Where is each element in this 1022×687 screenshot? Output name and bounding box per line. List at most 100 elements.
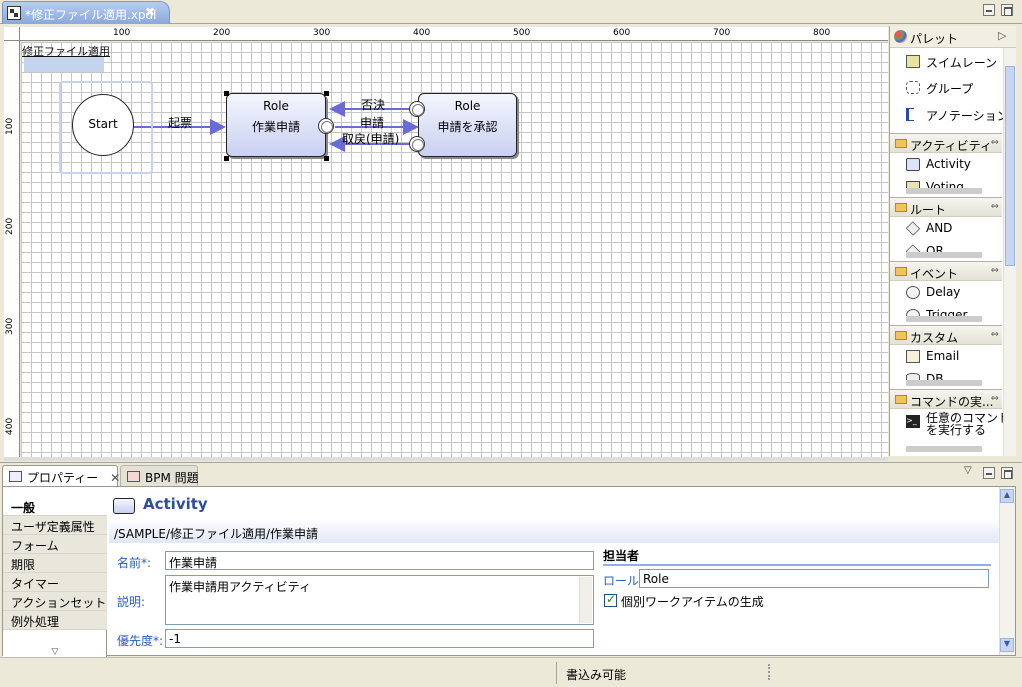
editor-tab[interactable]: *修正ファイル適用.xpdl ✖ — [2, 1, 170, 24]
ruler-tick-label: 300 — [313, 28, 331, 38]
activity-sagyou-shinsei[interactable]: Role 作業申請 — [226, 93, 326, 157]
ruler-corner — [4, 27, 20, 41]
pin-icon[interactable]: ⇔ — [990, 137, 999, 148]
maximize-editor-button[interactable] — [1001, 4, 1013, 16]
pin-icon[interactable]: ⇔ — [990, 393, 999, 404]
diagram-canvas[interactable]: 修正ファイル適用 Start 起票 否決 申請 取戻(申請) Role 作業申請… — [21, 42, 888, 457]
xpdl-file-icon — [7, 6, 21, 20]
start-node[interactable]: Start — [72, 94, 134, 156]
output-port[interactable] — [409, 101, 425, 117]
tab-properties[interactable]: プロパティー ✕ — [2, 465, 121, 487]
drawer-event[interactable]: イベント ⇔ — [890, 261, 1002, 281]
drawer-label: イベント — [910, 267, 959, 281]
maximize-properties-button[interactable] — [1001, 467, 1013, 479]
role-field[interactable]: Role — [639, 569, 989, 588]
drawer-label: カスタム — [910, 331, 959, 345]
description-scrollbar[interactable] — [579, 577, 592, 623]
process-name[interactable]: 修正ファイル適用 — [22, 45, 110, 58]
activity-shinsei-shounin[interactable]: Role 申請を承認 — [418, 93, 517, 157]
side-tab-user-attributes[interactable]: ユーザ定義属性 — [3, 516, 107, 535]
annotation-icon — [906, 108, 914, 121]
ruler-tick-label: 100 — [113, 28, 131, 38]
side-tab-exception[interactable]: 例外処理 — [3, 611, 107, 630]
palette-item-and[interactable]: AND — [905, 219, 1006, 241]
name-label: 名前*: — [117, 556, 152, 570]
ruler-tick-label: 400 — [413, 28, 431, 38]
pin-icon[interactable]: ⇔ — [990, 329, 999, 340]
selection-handle[interactable] — [324, 156, 329, 161]
selection-handle[interactable] — [324, 91, 329, 96]
drawer-activity[interactable]: アクティビティ ⇔ — [890, 133, 1002, 153]
palette-tool-annotation[interactable]: アノテーション — [906, 105, 1009, 127]
name-field[interactable]: 作業申請 — [165, 551, 594, 570]
drawer-scroll-edge — [906, 316, 982, 322]
palette-tool-swimlane[interactable]: スイムレーン — [906, 52, 1006, 74]
minimize-editor-button[interactable] — [983, 4, 995, 16]
side-tab-deadline[interactable]: 期限 — [3, 554, 107, 573]
palette-scroll-thumb[interactable] — [1005, 66, 1015, 266]
view-menu-icon[interactable]: ▽ — [964, 465, 972, 476]
editor-horizontal-scrollbar[interactable] — [4, 457, 888, 461]
palette-tool-label: スイムレーン — [926, 56, 998, 70]
properties-side-tabs: 一般 ユーザ定義属性 フォーム 期限 タイマー アクションセット 例外処理 ▽ — [3, 497, 107, 657]
individual-workitem-checkbox[interactable] — [604, 592, 617, 607]
email-icon — [906, 350, 920, 363]
status-grip — [768, 664, 770, 680]
activity-role: Role — [263, 99, 289, 113]
side-tab-timer[interactable]: タイマー — [3, 573, 107, 592]
drawer-label: コマンドの実... — [910, 395, 994, 409]
priority-field[interactable]: -1 — [165, 629, 594, 648]
palette-tool-group[interactable]: グループ — [906, 78, 1006, 100]
command-label-line1: 任意のコマンド — [926, 411, 1011, 425]
side-tab-form[interactable]: フォーム — [3, 535, 107, 554]
palette-header[interactable]: パレット ▷ — [890, 26, 1016, 48]
tab-bpm-problems[interactable]: BPM 問題 — [120, 465, 199, 487]
palette-icon — [894, 30, 907, 43]
process-name-band — [24, 57, 104, 72]
palette-item-command[interactable]: >_ 任意のコマンド を実行する — [906, 412, 1010, 442]
close-icon[interactable]: ✕ — [110, 471, 121, 485]
output-port[interactable] — [318, 118, 334, 134]
selection-handle[interactable] — [224, 91, 229, 96]
palette-tool-label: アノテーション — [926, 109, 1009, 123]
drawer-command[interactable]: コマンドの実... ⇔ — [890, 389, 1002, 409]
activity-icon — [906, 158, 920, 171]
side-tab-action-set[interactable]: アクションセット — [3, 592, 107, 611]
description-field[interactable]: 作業申請用アクティビティ — [165, 575, 594, 625]
drawer-custom[interactable]: カスタム ⇔ — [890, 325, 1002, 345]
palette-item-email[interactable]: Email — [906, 347, 1006, 369]
drawer-scroll-edge — [906, 446, 982, 452]
chevron-down-icon[interactable]: ▽ — [51, 647, 59, 657]
palette-item-label: AND — [926, 221, 953, 235]
activity-name: 申請を承認 — [437, 120, 498, 134]
flow-label-torimodoshi: 取戻(申請) — [342, 132, 400, 146]
activity-icon — [113, 498, 135, 514]
minimize-properties-button[interactable] — [983, 467, 995, 479]
output-port[interactable] — [409, 136, 425, 152]
tab-properties-label: プロパティー — [27, 471, 99, 485]
pin-icon[interactable]: ⇔ — [990, 265, 999, 276]
status-separator — [556, 662, 557, 684]
palette-title: パレット — [910, 32, 959, 46]
properties-panel: 一般 ユーザ定義属性 フォーム 期限 タイマー アクションセット 例外処理 ▽ … — [2, 486, 1016, 657]
terminal-icon: >_ — [906, 415, 920, 428]
start-label: Start — [88, 117, 118, 131]
flow-label-shinsei: 申請 — [360, 116, 385, 130]
trigger-icon — [906, 309, 920, 320]
side-tab-general[interactable]: 一般 — [3, 497, 107, 516]
close-icon[interactable]: ✖ — [145, 5, 156, 19]
properties-title-text: Activity — [143, 495, 208, 513]
ruler-tick-label: 400 — [5, 417, 15, 435]
palette-item-delay[interactable]: Delay — [906, 283, 1006, 305]
folder-icon — [895, 203, 907, 212]
properties-scrollbar[interactable]: ▲ ▼ — [999, 487, 1015, 655]
folder-icon — [895, 331, 907, 340]
palette-item-activity[interactable]: Activity — [906, 155, 1006, 177]
ruler-tick-label: 800 — [813, 28, 831, 38]
collapse-palette-icon[interactable]: ▷ — [998, 29, 1007, 42]
scroll-up-icon[interactable]: ▲ — [1000, 489, 1014, 503]
drawer-route[interactable]: ルート ⇔ — [890, 197, 1002, 217]
scroll-down-icon[interactable]: ▼ — [1000, 638, 1014, 652]
pin-icon[interactable]: ⇔ — [990, 201, 999, 212]
selection-handle[interactable] — [224, 156, 229, 161]
